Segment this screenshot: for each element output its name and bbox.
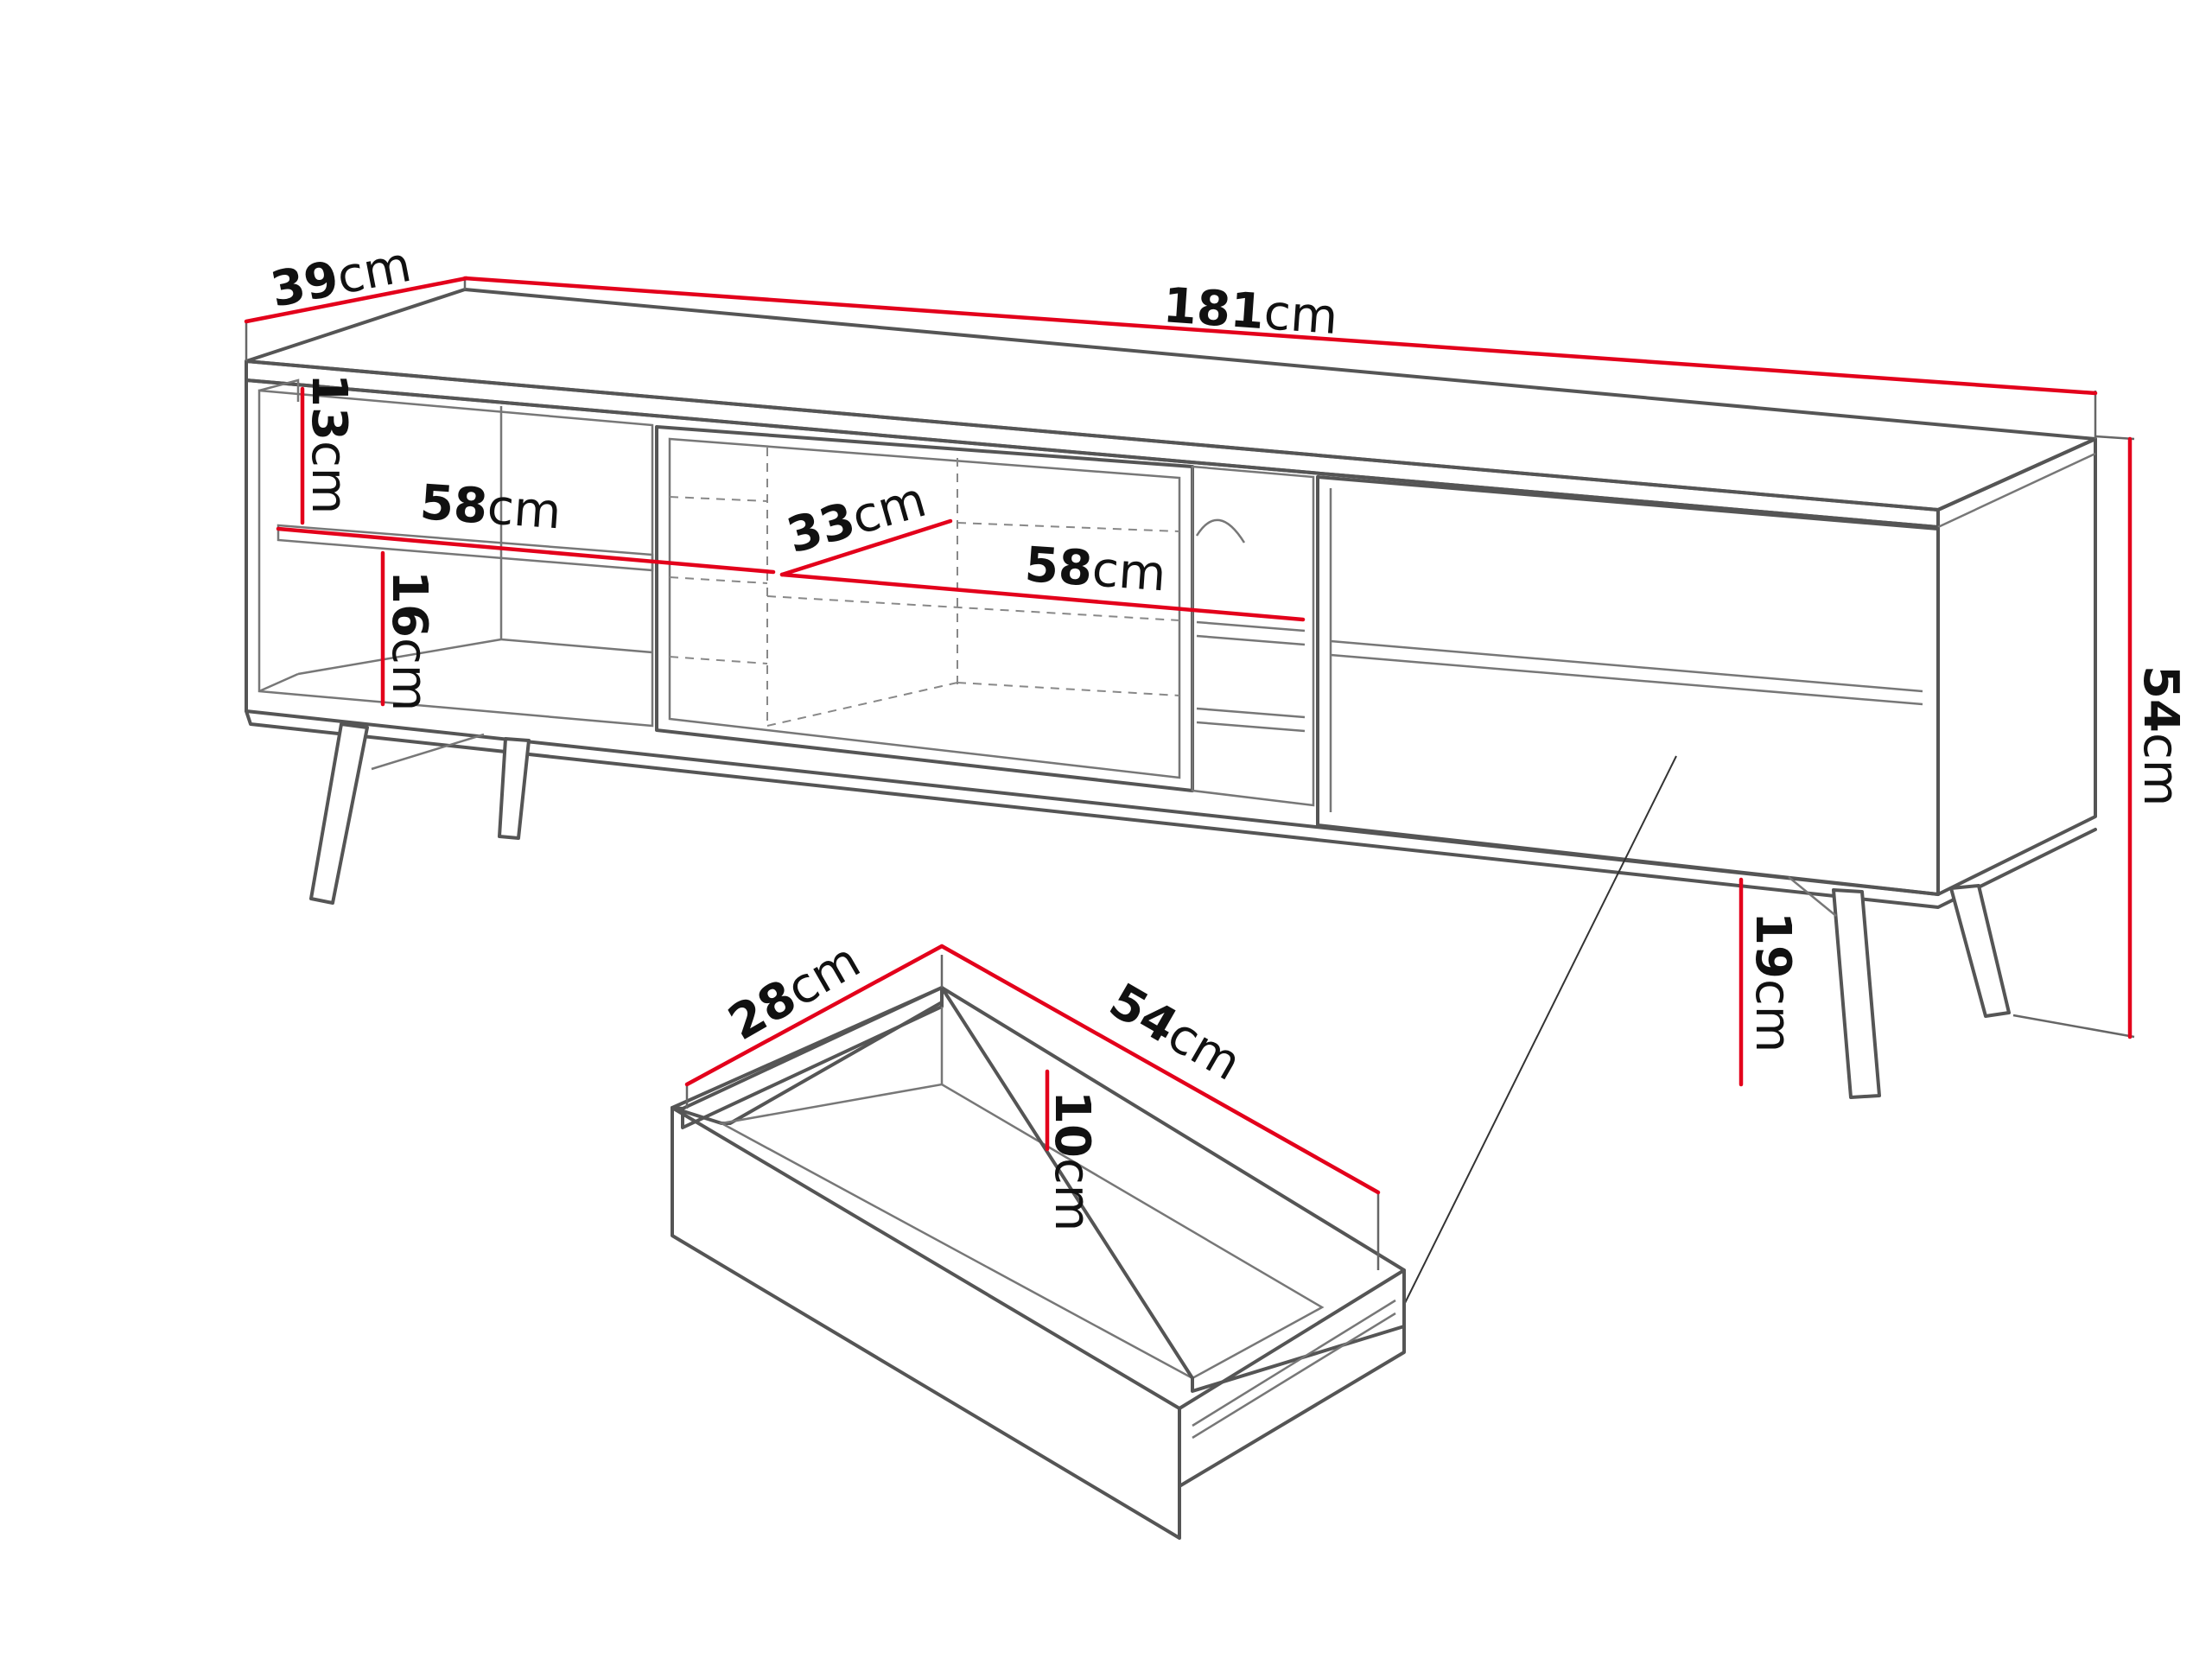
- leg-front-right: [1832, 888, 1881, 1099]
- tv-cabinet: [245, 288, 2097, 1306]
- leg-back-right: [1949, 884, 2011, 1018]
- left-shelf: [276, 524, 654, 572]
- glass-door: [655, 425, 1194, 792]
- dimension-labels: 39cm 181cm 54cm 13cm 16cm 58cm 33cm 58cm…: [266, 237, 2189, 1231]
- dim-line-left-shelf: [276, 526, 776, 575]
- label-cabinet-width: 181cm: [1161, 277, 1339, 346]
- cable-hole: [1195, 518, 1246, 543]
- right-drawer-block: [1316, 475, 1940, 896]
- label-cabinet-depth: 39cm: [266, 237, 416, 319]
- drawer: [671, 955, 1406, 1540]
- drawer-left-wall: [671, 986, 944, 1125]
- label-cabinet-height: 54cm: [2133, 665, 2189, 806]
- drawer-leader-line: [1403, 755, 1677, 1306]
- label-upper-compartment-height: 13cm: [301, 373, 357, 514]
- label-drawer-depth: 28cm: [720, 932, 870, 1052]
- label-left-shelf-width: 58cm: [418, 474, 563, 540]
- label-leg-height: 19cm: [1745, 912, 1801, 1052]
- leg-back-left: [498, 737, 531, 840]
- drawer-left-side-panel: [671, 1106, 1181, 1540]
- left-open-compartment: [257, 378, 654, 728]
- dim-line-middle-shelf: [779, 572, 1306, 622]
- drawer-right-wall: [940, 986, 1406, 1393]
- dim-line-width: [462, 276, 2098, 396]
- label-drawer-height: 10cm: [1044, 1090, 1100, 1231]
- leg-front-left: [309, 722, 369, 905]
- dim-line-shelf-depth: [779, 518, 953, 577]
- cabinet-legs: [309, 722, 2011, 1099]
- drawer-front-panel: [1178, 1268, 1406, 1488]
- cabinet-bottom-edge: [245, 709, 2097, 909]
- label-middle-shelf-width: 58cm: [1023, 537, 1167, 602]
- cabinet-right-side-inner-edge: [1937, 452, 2096, 529]
- label-lower-compartment-height: 16cm: [381, 570, 437, 711]
- dimension-lines: [244, 276, 2135, 1195]
- drawer-bottom: [718, 1083, 1325, 1380]
- middle-open-compartment: [1191, 465, 1315, 807]
- cabinet-right-side: [1936, 437, 2097, 896]
- dim-line-drawer-width: [939, 944, 1381, 1195]
- label-drawer-width: 54cm: [1100, 973, 1250, 1092]
- dim-line-drawer-depth: [684, 944, 944, 1087]
- dim-line-depth: [244, 276, 469, 324]
